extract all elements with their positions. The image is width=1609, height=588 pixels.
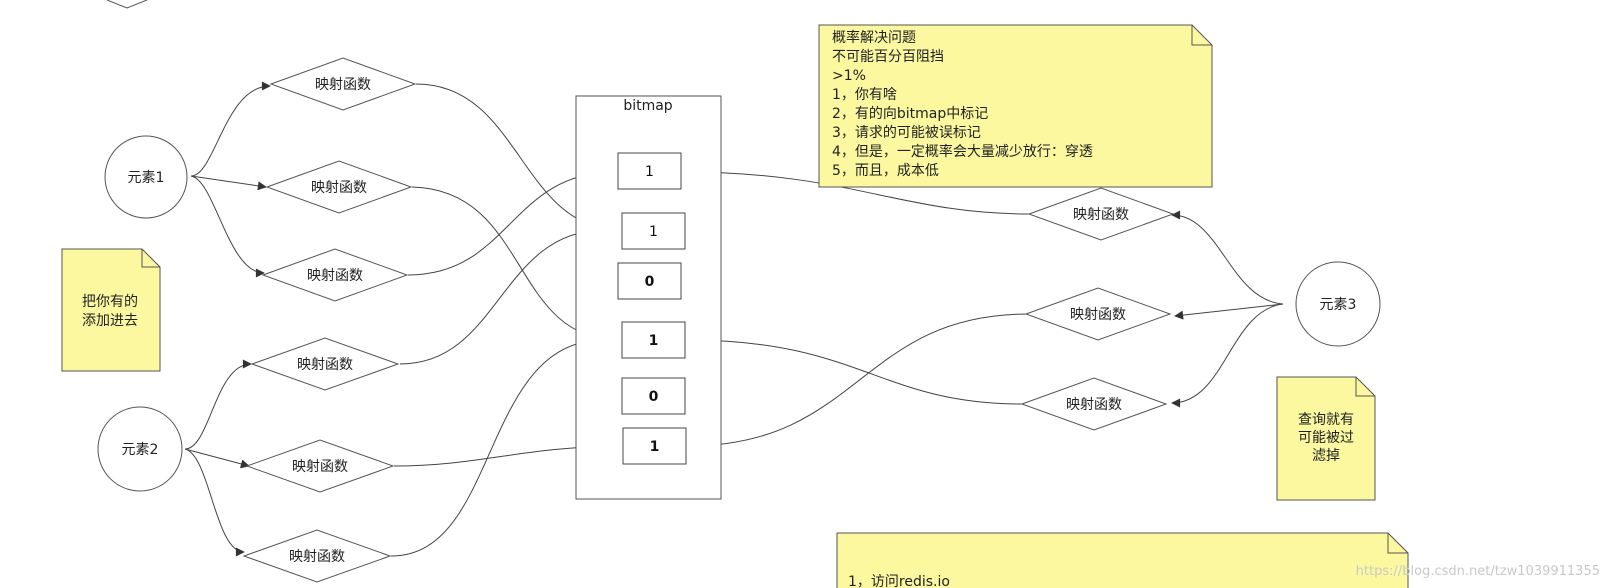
hash-function-label: 映射函数	[297, 357, 353, 373]
hash-function-8: 映射函数	[1024, 287, 1172, 341]
note-bottom-line-1: 1，访问redis.io	[848, 574, 950, 588]
element-3-label: 元素3	[1320, 297, 1357, 313]
bitmap-cell-value: 1	[649, 333, 659, 349]
note-left-line-1: 把你有的	[82, 294, 138, 310]
element-1-label: 元素1	[128, 170, 165, 186]
edge-e3-h8	[1174, 303, 1284, 320]
edge-e1-h2	[190, 175, 267, 191]
bitmap-cells: 1 1 0 1 0 1	[617, 152, 687, 465]
edge-h4-cell2	[399, 225, 606, 365]
edge-e1-h1	[190, 81, 271, 177]
hash-function-label: 映射函数	[307, 268, 363, 284]
note-top-line-1: 概率解决问题	[832, 29, 916, 46]
bitmap-cell-2: 1	[621, 212, 686, 250]
edge-e2-h6	[184, 448, 245, 557]
bitmap-cell-value: 1	[650, 439, 660, 455]
note-top-line-8: 5，而且，成本低	[832, 163, 939, 179]
note-top-line-2: 不可能百分百阻挡	[832, 49, 944, 65]
note-top-line-7: 4，但是，一定概率会大量减少放行：穿透	[832, 143, 1093, 160]
bitmap-cell-value: 1	[645, 164, 654, 180]
hash-function-5: 映射函数	[245, 439, 395, 493]
hash-function-label: 映射函数	[1066, 397, 1122, 413]
element-2-node: 元素2	[97, 406, 183, 492]
edge-e3-h7	[1171, 210, 1284, 305]
edge-e3-h9	[1171, 303, 1284, 408]
hash-function-9: 映射函数	[1020, 377, 1168, 431]
note-top: 概率解决问题 不可能百分百阻挡 >1% 1，你有啥 2，有的向bitmap中标记…	[818, 24, 1213, 188]
edge-h7-cell1	[682, 167, 1031, 215]
note-bottom: 1，访问redis.io	[836, 532, 1409, 588]
note-top-line-4: 1，你有啥	[832, 87, 897, 103]
note-right-line-2: 可能被过	[1298, 430, 1354, 446]
hash-function-1: 映射函数	[269, 57, 417, 111]
edge-e1-h3	[190, 175, 265, 278]
bitmap-cell-4: 1	[621, 321, 686, 359]
bitmap-cell-value: 0	[645, 274, 655, 290]
element-2-label: 元素2	[122, 442, 159, 458]
hash-function-label: 映射函数	[311, 180, 367, 196]
hash-function-label: 映射函数	[289, 549, 345, 565]
bitmap-cell-1: 1	[617, 152, 682, 190]
note-top-line-6: 3，请求的可能被误标记	[832, 125, 981, 141]
edge-h9-cell4	[687, 335, 1023, 405]
bitmap-cell-3: 0	[617, 262, 682, 300]
hash-function-2: 映射函数	[265, 160, 413, 214]
bitmap-title: bitmap	[623, 98, 672, 114]
hash-function-label: 映射函数	[1073, 207, 1129, 223]
note-left-line-2: 添加进去	[82, 313, 138, 329]
watermark: https://blog.csdn.net/tzw1039911355	[1356, 564, 1600, 579]
hash-function-label: 映射函数	[292, 459, 348, 475]
element-3-node: 元素3	[1295, 261, 1381, 347]
hash-function-6: 映射函数	[242, 529, 392, 583]
element-1-node: 元素1	[104, 135, 188, 219]
note-right: 查询就有 可能被过 滤掉	[1276, 376, 1376, 501]
bitmap-cell-value: 1	[649, 224, 658, 240]
bitmap-cell-6: 1	[622, 427, 687, 465]
note-right-line-1: 查询就有	[1298, 412, 1354, 428]
edge-h8-cell6	[687, 313, 1029, 451]
note-right-line-3: 滤掉	[1312, 448, 1340, 464]
partial-diamond-top	[106, 0, 148, 9]
edges	[184, 81, 1284, 557]
hash-function-4: 映射函数	[250, 337, 400, 391]
hash-function-label: 映射函数	[1070, 307, 1126, 323]
note-top-line-5: 2，有的向bitmap中标记	[832, 106, 988, 122]
hash-function-label: 映射函数	[315, 77, 371, 93]
edge-e2-h4	[184, 359, 252, 450]
edge-h6-cell4	[390, 335, 605, 557]
hash-function-3: 映射函数	[261, 248, 409, 302]
note-top-line-3: >1%	[832, 68, 866, 84]
bitmap-cell-5: 0	[621, 377, 686, 415]
edge-e2-h5	[184, 448, 250, 469]
note-left: 把你有的 添加进去	[61, 248, 161, 372]
hash-function-7: 映射函数	[1027, 187, 1175, 241]
bitmap-cell-value: 0	[649, 389, 659, 405]
